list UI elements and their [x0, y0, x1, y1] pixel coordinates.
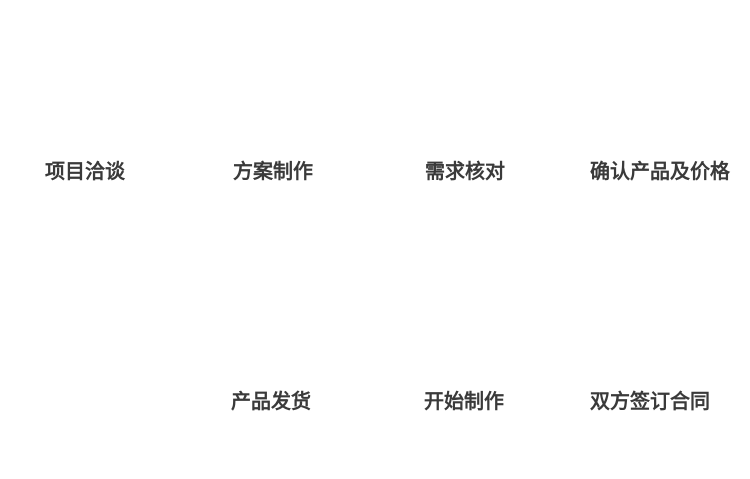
step-label-project-negotiation: 项目洽谈: [45, 161, 125, 183]
step-label-product-shipping: 产品发货: [231, 391, 311, 413]
step-label-requirement-check: 需求核对: [425, 161, 505, 183]
step-label-plan-creation: 方案制作: [233, 161, 313, 183]
step-label-confirm-product-price: 确认产品及价格: [590, 161, 730, 183]
step-label-start-production: 开始制作: [424, 391, 504, 413]
step-label-sign-contract: 双方签订合同: [590, 391, 710, 413]
